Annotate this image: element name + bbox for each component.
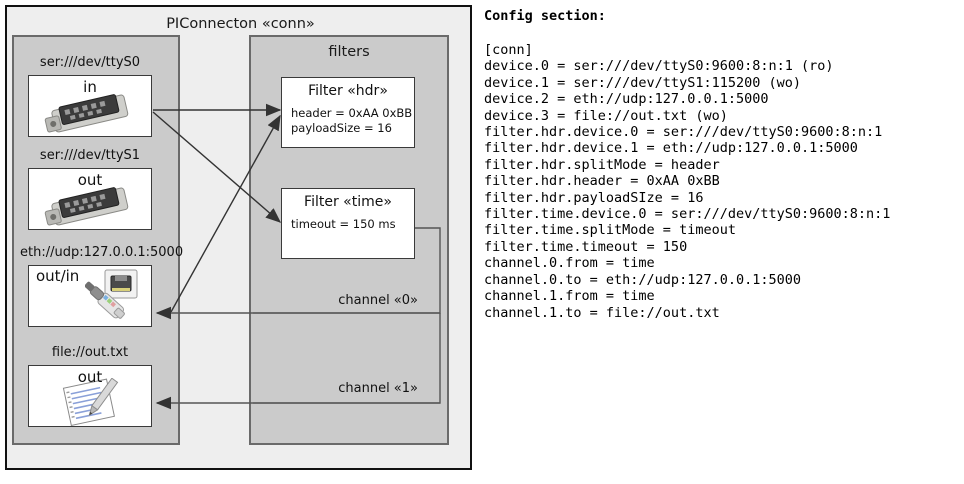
filters-group-title: filters — [328, 44, 370, 60]
config-heading: Config section: — [484, 8, 606, 24]
device-direction-label: in — [83, 78, 97, 96]
device-card[interactable]: in — [28, 75, 152, 137]
device-card[interactable]: out/in — [28, 265, 152, 327]
ethernet-plug-icon — [85, 269, 138, 319]
config-panel: Config section: [conn] device.0 = ser://… — [482, 0, 964, 484]
device-card[interactable]: out — [28, 365, 152, 427]
device-caption: ser:///dev/ttyS1 — [39, 148, 141, 163]
text-document-icon — [62, 378, 119, 426]
device-caption: ser:///dev/ttyS0 — [39, 55, 141, 70]
filter-properties: header = 0xAA 0xBB payloadSize = 16 — [291, 106, 412, 136]
device-caption: file://out.txt — [51, 345, 129, 360]
filter-title: Filter «time» — [304, 194, 392, 210]
diagram-title: PIConnecton «conn» — [166, 16, 315, 32]
serial-db9-icon — [44, 94, 129, 133]
filter-properties: timeout = 150 ms — [291, 217, 396, 232]
filter-title: Filter «hdr» — [308, 83, 388, 99]
filter-property: timeout = 150 ms — [291, 217, 396, 231]
filter-box-hdr[interactable]: Filter «hdr» header = 0xAA 0xBB payloadS… — [281, 77, 415, 148]
channel-label-1: channel «1» — [338, 381, 418, 396]
device-caption: eth://udp:127.0.0.1:5000 — [20, 245, 184, 260]
filter-property: payloadSize = 16 — [291, 121, 392, 135]
device-direction-label: out — [77, 368, 103, 386]
filter-property: header = 0xAA 0xBB — [291, 106, 413, 120]
device-direction-label: out — [77, 171, 103, 189]
connector-diagram: PIConnecton «conn» filters ser:///dev/tt… — [0, 0, 478, 484]
serial-db9-icon — [44, 187, 129, 226]
device-card[interactable]: out — [28, 168, 152, 230]
filter-box-time[interactable]: Filter «time» timeout = 150 ms — [281, 188, 415, 259]
channel-label-0: channel «0» — [338, 293, 418, 308]
config-text: [conn] device.0 = ser:///dev/ttyS0:9600:… — [484, 42, 891, 321]
device-direction-label: out/in — [36, 267, 80, 285]
